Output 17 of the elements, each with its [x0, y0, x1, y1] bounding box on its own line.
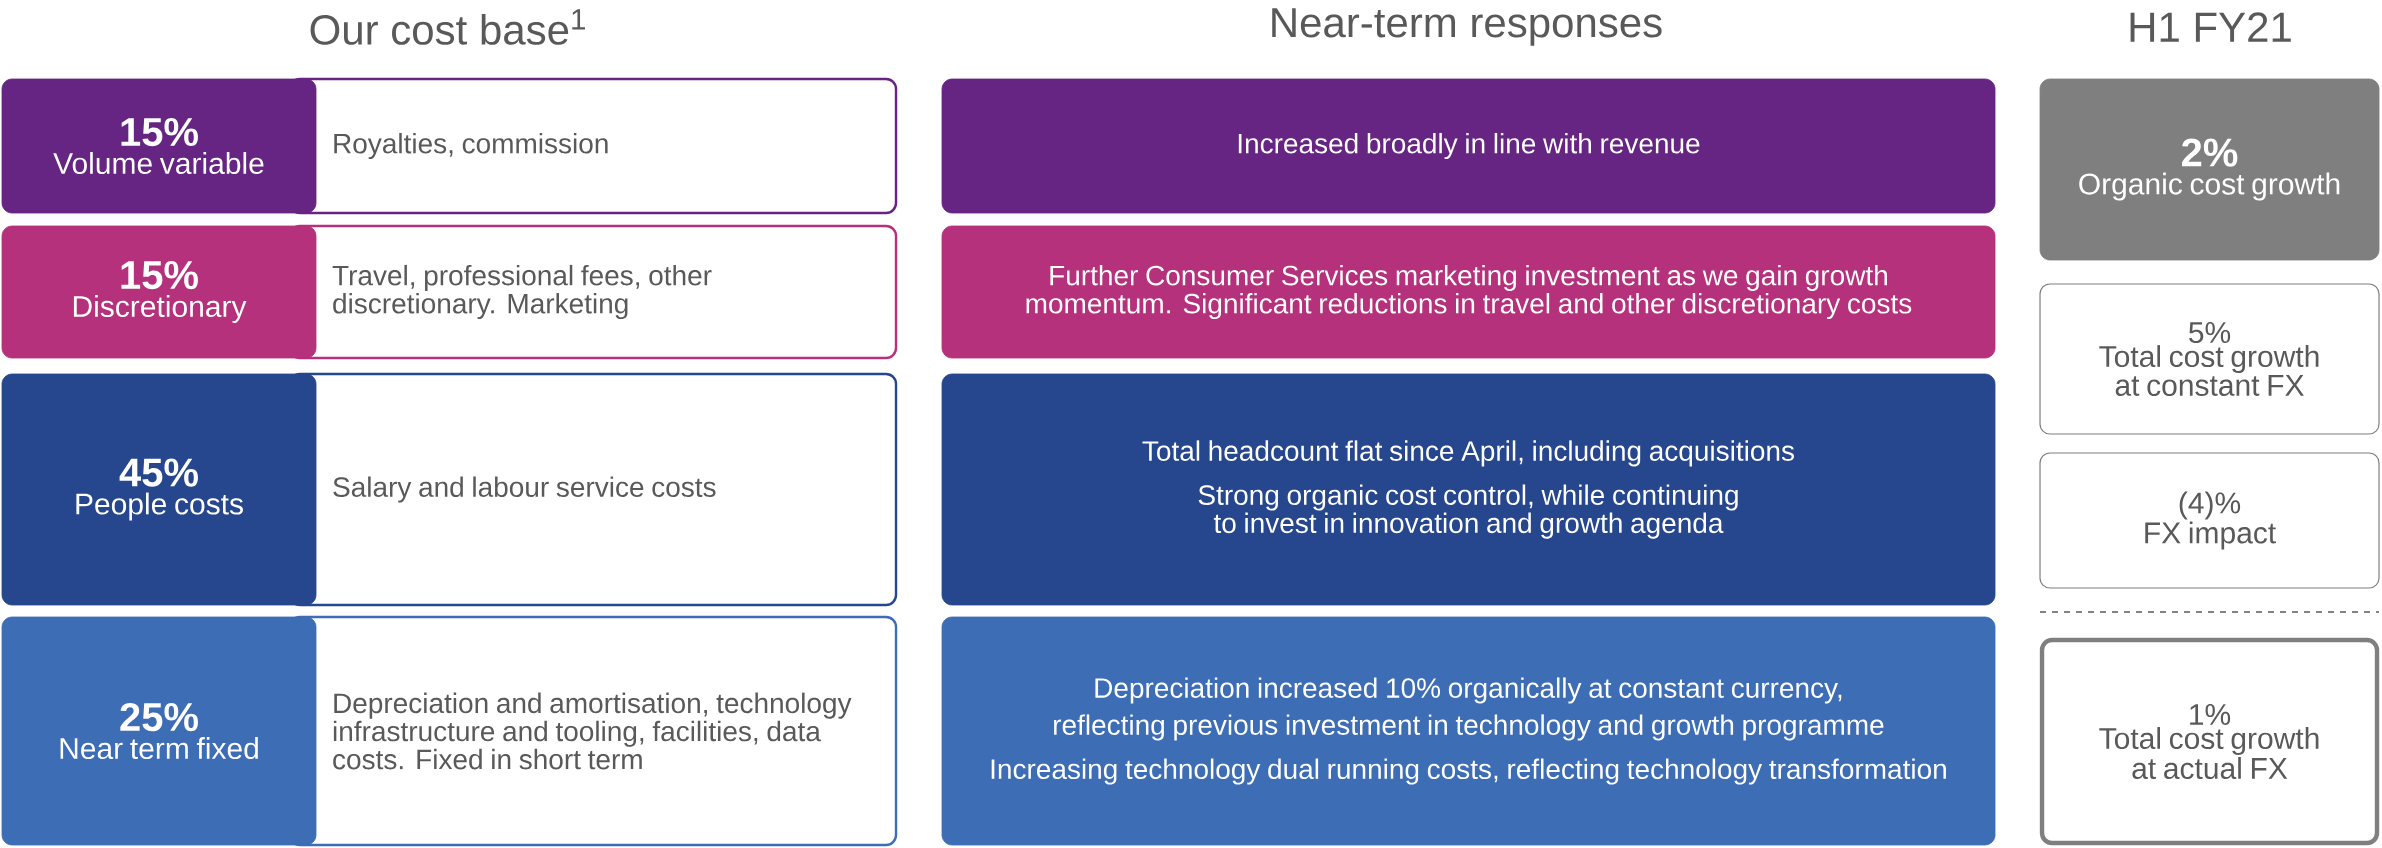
- response-box: Depreciation increased 10% organically at constant currency, reflecting previous investment in technology and growth programme Increasing technology dual running costs, reflecting technology transformation: [941, 616, 1996, 846]
- metric-box: 2% Organic cost growth: [2039, 78, 2380, 261]
- response-box: Increased broadly in line with revenue: [941, 78, 1996, 214]
- percentage-box: 25% Near term fixed: [1, 616, 317, 846]
- response-box: Further Consumer Services marketing investment as we gain growth momentum. Significant reductions in travel and other discretionary costs: [941, 225, 1996, 359]
- description-box: Depreciation and amortisation, technology infrastructure and tooling, facilities, data costs. Fixed in short term: [288, 615, 898, 847]
- metric-box: (4)% FX impact: [2039, 452, 2380, 589]
- metric-box: 1% Total cost growth at actual FX: [2039, 637, 2380, 846]
- description-box: Travel, professional fees, other discretionary. Marketing: [288, 224, 898, 360]
- response-box: Total headcount flat since April, including acquisitions Strong organic cost control, while continuing to invest in innovation and growth agenda: [941, 373, 1996, 606]
- column-heading: Our cost base$^{1}$: [310, 9, 585, 45]
- description-box: Salary and labour service costs: [288, 372, 898, 607]
- description-box: Royalties, commission: [288, 77, 898, 215]
- percentage-box: 45% People costs: [1, 373, 317, 606]
- percentage-box: 15% Volume variable: [1, 78, 317, 214]
- metric-box: 5% Total cost growth at constant FX: [2039, 283, 2380, 435]
- percentage-box: 15% Discretionary: [1, 225, 317, 359]
